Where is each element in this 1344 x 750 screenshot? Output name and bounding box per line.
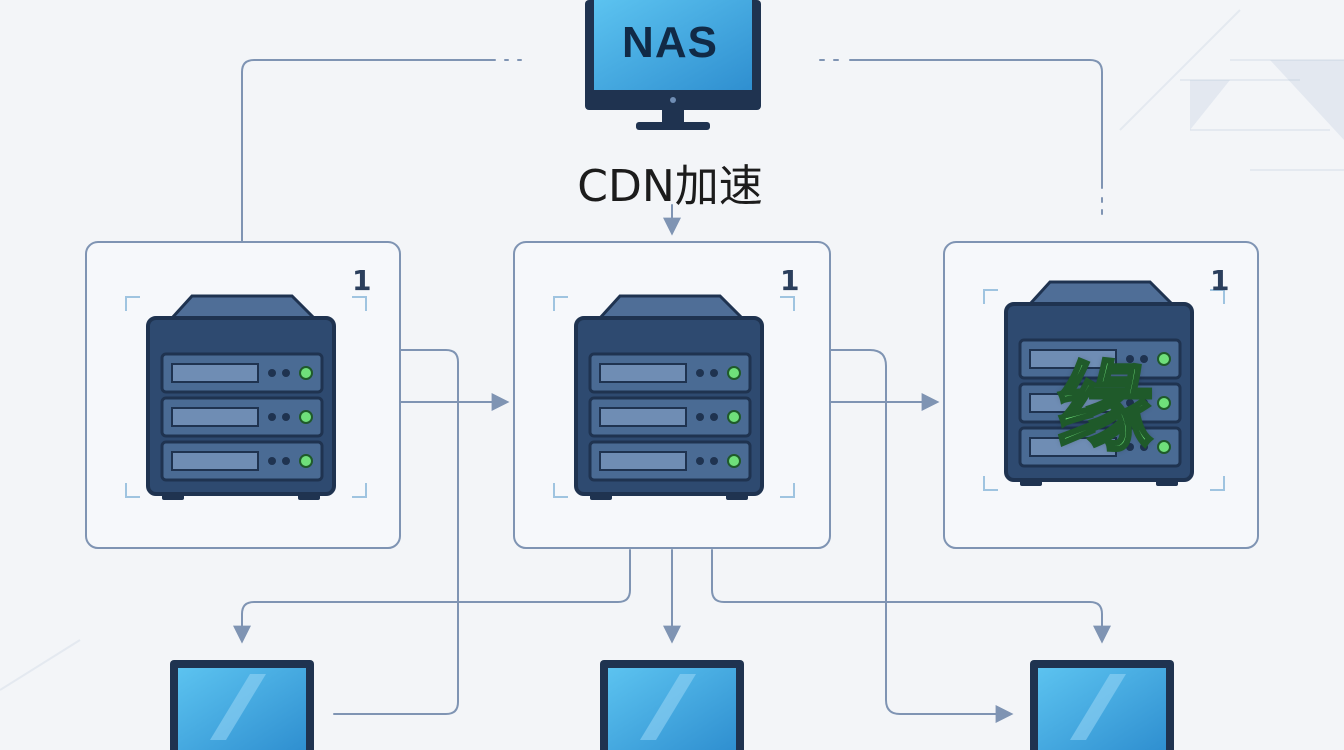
nas-label: NAS [622,18,718,67]
laptop-icon [600,660,744,750]
server-node-left [85,241,401,549]
background-shapes [1190,60,1344,140]
nas-monitor-icon [585,0,761,130]
node-marker-center: 1 [780,264,800,297]
server-node-center [513,241,831,549]
node-marker-left: 1 [352,264,372,297]
server-rack-icon [146,294,336,502]
server-node-right [943,241,1259,549]
laptop-icon [170,660,314,750]
background-decor [0,9,1344,691]
node-marker-right: 1 [1210,264,1230,297]
connection-lines [233,59,1111,723]
laptop-icon [1030,660,1174,750]
cdn-caption: CDN加速 [577,161,763,212]
edge-node-overlay: 缘 [1056,351,1155,466]
server-rack-icon [574,294,764,502]
